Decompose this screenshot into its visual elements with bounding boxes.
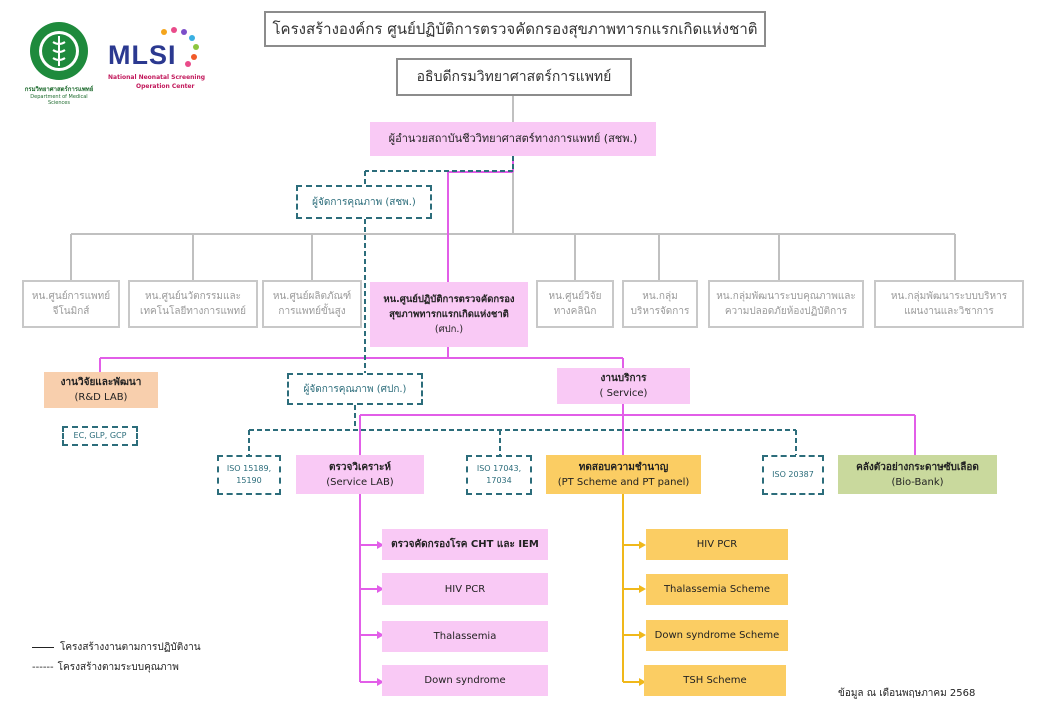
lab-item-down-syndrome: Down syndrome bbox=[382, 665, 548, 696]
center-innovation-line1: หน.ศูนย์นวัตกรรมและ bbox=[145, 291, 241, 302]
center-advanced-products-box: หน.ศูนย์ผลิตภัณฑ์ การแพทย์ขั้นสูง bbox=[262, 280, 362, 328]
iso-17043-line1: ISO 17043, bbox=[476, 464, 522, 473]
service-lab-line1: ตรวจวิเคราะห์ bbox=[328, 461, 391, 473]
page-title: โครงสร้างองค์กร ศูนย์ปฏิบัติการตรวจคัดกร… bbox=[264, 11, 766, 47]
rd-standard-box: EC, GLP, GCP bbox=[62, 426, 138, 446]
magenta-arrows bbox=[377, 541, 384, 686]
center-genomics-box: หน.ศูนย์การแพทย์ จีโนมิกส์ bbox=[22, 280, 120, 328]
ministry-emblem-icon bbox=[30, 22, 88, 80]
center-innovation-box: หน.ศูนย์นวัตกรรมและ เทคโนโลยีทางการแพทย์ bbox=[128, 280, 258, 328]
center-planning-line1: หน.กลุ่มพัฒนาระบบบริหาร bbox=[890, 291, 1008, 302]
main-center-line3: (ศปก.) bbox=[434, 324, 464, 336]
main-center-line1: หน.ศูนย์ปฏิบัติการตรวจคัดกรอง bbox=[383, 293, 515, 305]
pt-item-tsh-scheme: TSH Scheme bbox=[644, 665, 786, 696]
center-advanced-products-line1: หน.ศูนย์ผลิตภัณฑ์ bbox=[272, 291, 352, 302]
biobank-line1: คลังตัวอย่างกระดาษซับเลือด bbox=[856, 461, 979, 473]
center-management-line2: บริหารจัดการ bbox=[630, 306, 690, 317]
biobank-box: คลังตัวอย่างกระดาษซับเลือด (Bio-Bank) bbox=[838, 455, 997, 494]
service-lab-line2: (Service LAB) bbox=[326, 476, 394, 488]
center-clinical-research-line1: หน.ศูนย์วิจัย bbox=[548, 291, 602, 302]
center-genomics-line2: จีโนมิกส์ bbox=[52, 306, 90, 317]
footer-date: ข้อมูล ณ เดือนพฤษภาคม 2568 bbox=[838, 688, 976, 699]
pt-scheme-box: ทดสอบความชำนาญ (PT Scheme and PT panel) bbox=[546, 455, 701, 494]
quality-manager-institute-box: ผู้จัดการคุณภาพ (สชพ.) bbox=[296, 185, 432, 219]
legend-dashed-row: ------ โครงสร้างตามระบบคุณภาพ bbox=[32, 660, 179, 675]
center-management-line1: หน.กลุ่ม bbox=[642, 291, 678, 302]
main-center-box: หน.ศูนย์ปฏิบัติการตรวจคัดกรอง สุขภาพทารก… bbox=[370, 282, 528, 347]
lab-item-cht-iem: ตรวจคัดกรองโรค CHT และ IEM bbox=[382, 529, 548, 560]
center-planning-line2: แผนงานและวิชาการ bbox=[904, 306, 994, 317]
quality-dashed-connectors bbox=[248, 156, 797, 455]
center-clinical-research-box: หน.ศูนย์วิจัย ทางคลินิก bbox=[536, 280, 614, 328]
pt-scheme-line1: ทดสอบความชำนาญ bbox=[578, 461, 669, 473]
service-lab-box: ตรวจวิเคราะห์ (Service LAB) bbox=[296, 455, 424, 494]
main-center-line2: สุขภาพทารกแรกเกิดแห่งชาติ bbox=[389, 308, 509, 320]
lab-item-thalassemia: Thalassemia bbox=[382, 621, 548, 652]
pt-item-thalassemia-scheme: Thalassemia Scheme bbox=[646, 574, 788, 605]
rd-lab-line1: งานวิจัยและพัฒนา bbox=[60, 377, 142, 388]
legend-solid-label: โครงสร้างงานตามการปฏิบัติงาน bbox=[60, 642, 201, 653]
legend-dashed-label: โครงสร้างตามระบบคุณภาพ bbox=[57, 662, 179, 673]
center-innovation-line2: เทคโนโลยีทางการแพทย์ bbox=[140, 306, 246, 317]
service-line2: ( Service) bbox=[599, 388, 648, 399]
iso-17043-line2: 17034 bbox=[486, 476, 512, 485]
rd-lab-line2: (R&D LAB) bbox=[74, 392, 128, 403]
yellow-arrows bbox=[639, 541, 646, 686]
center-quality-safety-box: หน.กลุ่มพัฒนาระบบคุณภาพและ ความปลอดภัยห้… bbox=[708, 280, 864, 328]
legend-solid-row: โครงสร้างงานตามการปฏิบัติงาน bbox=[32, 640, 201, 655]
iso-15189-box: ISO 15189, 15190 bbox=[217, 455, 281, 495]
mlsi-wordmark: MLSI bbox=[108, 40, 177, 70]
mlsi-caption-1: National Neonatal Screening bbox=[108, 74, 206, 81]
service-box: งานบริการ ( Service) bbox=[557, 368, 690, 404]
institute-director-box: ผู้อำนวยสถาบันชีววิทยาศาสตร์ทางการแพทย์ … bbox=[370, 122, 656, 156]
center-management-box: หน.กลุ่ม บริหารจัดการ bbox=[622, 280, 698, 328]
biobank-line2: (Bio-Bank) bbox=[891, 476, 944, 488]
director-general-box: อธิบดีกรมวิทยาศาสตร์การแพทย์ bbox=[396, 58, 632, 96]
pt-item-hiv-pcr: HIV PCR bbox=[646, 529, 788, 560]
iso-15189-line2: 15190 bbox=[236, 476, 262, 485]
lab-item-hiv-pcr: HIV PCR bbox=[382, 573, 548, 605]
mlsi-logo: MLSI National Neonatal Screening Operati… bbox=[106, 26, 216, 96]
iso-17043-box: ISO 17043, 17034 bbox=[466, 455, 532, 495]
rd-lab-box: งานวิจัยและพัฒนา (R&D LAB) bbox=[44, 372, 158, 408]
center-planning-box: หน.กลุ่มพัฒนาระบบบริหาร แผนงานและวิชาการ bbox=[874, 280, 1024, 328]
center-genomics-line1: หน.ศูนย์การแพทย์ bbox=[31, 291, 111, 302]
yellow-connectors bbox=[622, 494, 642, 683]
pt-item-down-syndrome-scheme: Down syndrome Scheme bbox=[646, 620, 788, 651]
iso-20387-box: ISO 20387 bbox=[762, 455, 824, 495]
service-line1: งานบริการ bbox=[600, 373, 647, 384]
ministry-caption-english: Department of Medical Sciences bbox=[30, 93, 88, 107]
center-clinical-research-line2: ทางคลินิก bbox=[553, 306, 597, 317]
iso-15189-line1: ISO 15189, bbox=[226, 464, 272, 473]
legend-solid-line bbox=[32, 647, 54, 648]
center-advanced-products-line2: การแพทย์ขั้นสูง bbox=[278, 306, 346, 317]
center-quality-safety-line1: หน.กลุ่มพัฒนาระบบคุณภาพและ bbox=[716, 291, 856, 302]
mlsi-caption-2: Operation Center bbox=[136, 83, 195, 90]
legend-dashed-marker: ------ bbox=[32, 662, 54, 673]
quality-manager-center-box: ผู้จัดการคุณภาพ (ศปก.) bbox=[287, 373, 423, 405]
mlsi-dots-icon bbox=[161, 27, 199, 67]
ministry-logo: กรมวิทยาศาสตร์การแพทย์ Department of Med… bbox=[20, 20, 98, 106]
pt-scheme-line2: (PT Scheme and PT panel) bbox=[557, 476, 690, 488]
ministry-caption-thai: กรมวิทยาศาสตร์การแพทย์ bbox=[24, 86, 94, 93]
center-quality-safety-line2: ความปลอดภัยห้องปฏิบัติการ bbox=[724, 306, 848, 317]
